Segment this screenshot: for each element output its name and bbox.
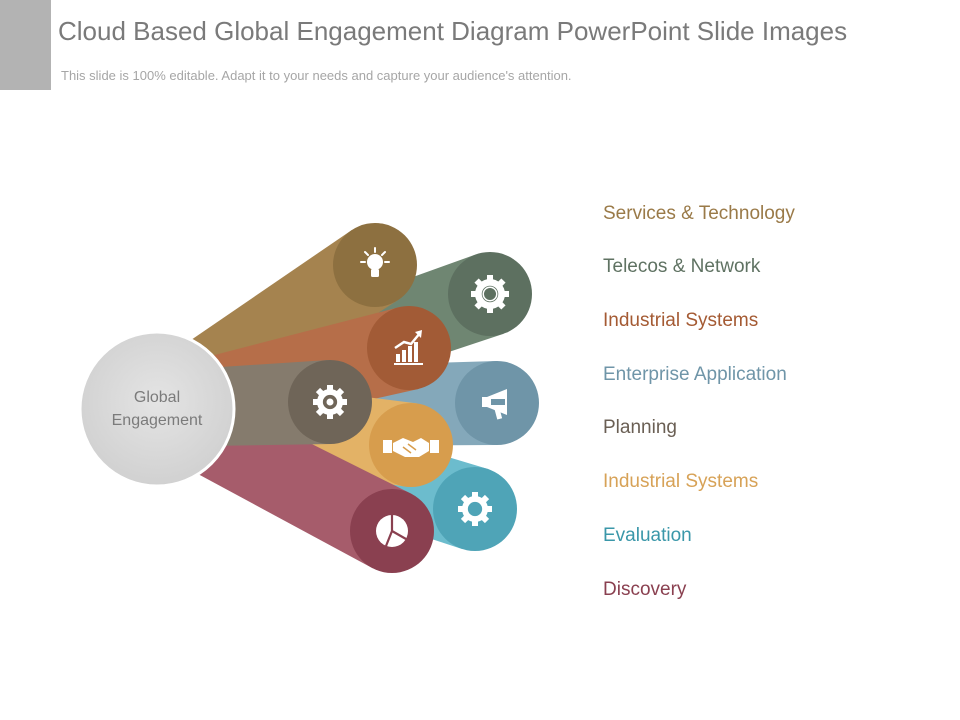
slide-title: Cloud Based Global Engagement Diagram Po… (58, 16, 848, 46)
center-circle (78, 330, 236, 488)
spoke-cap (367, 306, 451, 390)
legend-item: Enterprise Application (603, 364, 787, 385)
title-accent-block (0, 0, 51, 90)
handshake-icon (383, 438, 439, 457)
spoke-cap (455, 361, 539, 445)
legend-item: Evaluation (603, 525, 692, 546)
spoke-cap (448, 252, 532, 336)
legend-item: Industrial Systems (603, 471, 759, 492)
spoke-cap (350, 489, 434, 573)
center-label: Global Engagement (111, 389, 203, 429)
target-gear-icon (313, 385, 347, 419)
cog-icon (458, 492, 492, 526)
legend-item: Planning (603, 417, 677, 438)
gear-icon (471, 275, 509, 313)
legend-item: Discovery (603, 579, 687, 600)
legend-item: Industrial Systems (603, 310, 759, 331)
spoke-cap (433, 467, 517, 551)
lightbulb-icon (360, 247, 390, 277)
legend-item: Telecos & Network (603, 256, 761, 277)
pie-chart-icon (376, 515, 408, 547)
spoke-cap (369, 403, 453, 487)
megaphone-icon (482, 389, 507, 420)
spoke-cap (333, 223, 417, 307)
spoke-cap (288, 360, 372, 444)
growth-chart-icon (394, 330, 423, 365)
slide-subtitle: This slide is 100% editable. Adapt it to… (61, 68, 572, 83)
spoke-caps (288, 223, 539, 573)
legend-item: Services & Technology (603, 203, 795, 224)
